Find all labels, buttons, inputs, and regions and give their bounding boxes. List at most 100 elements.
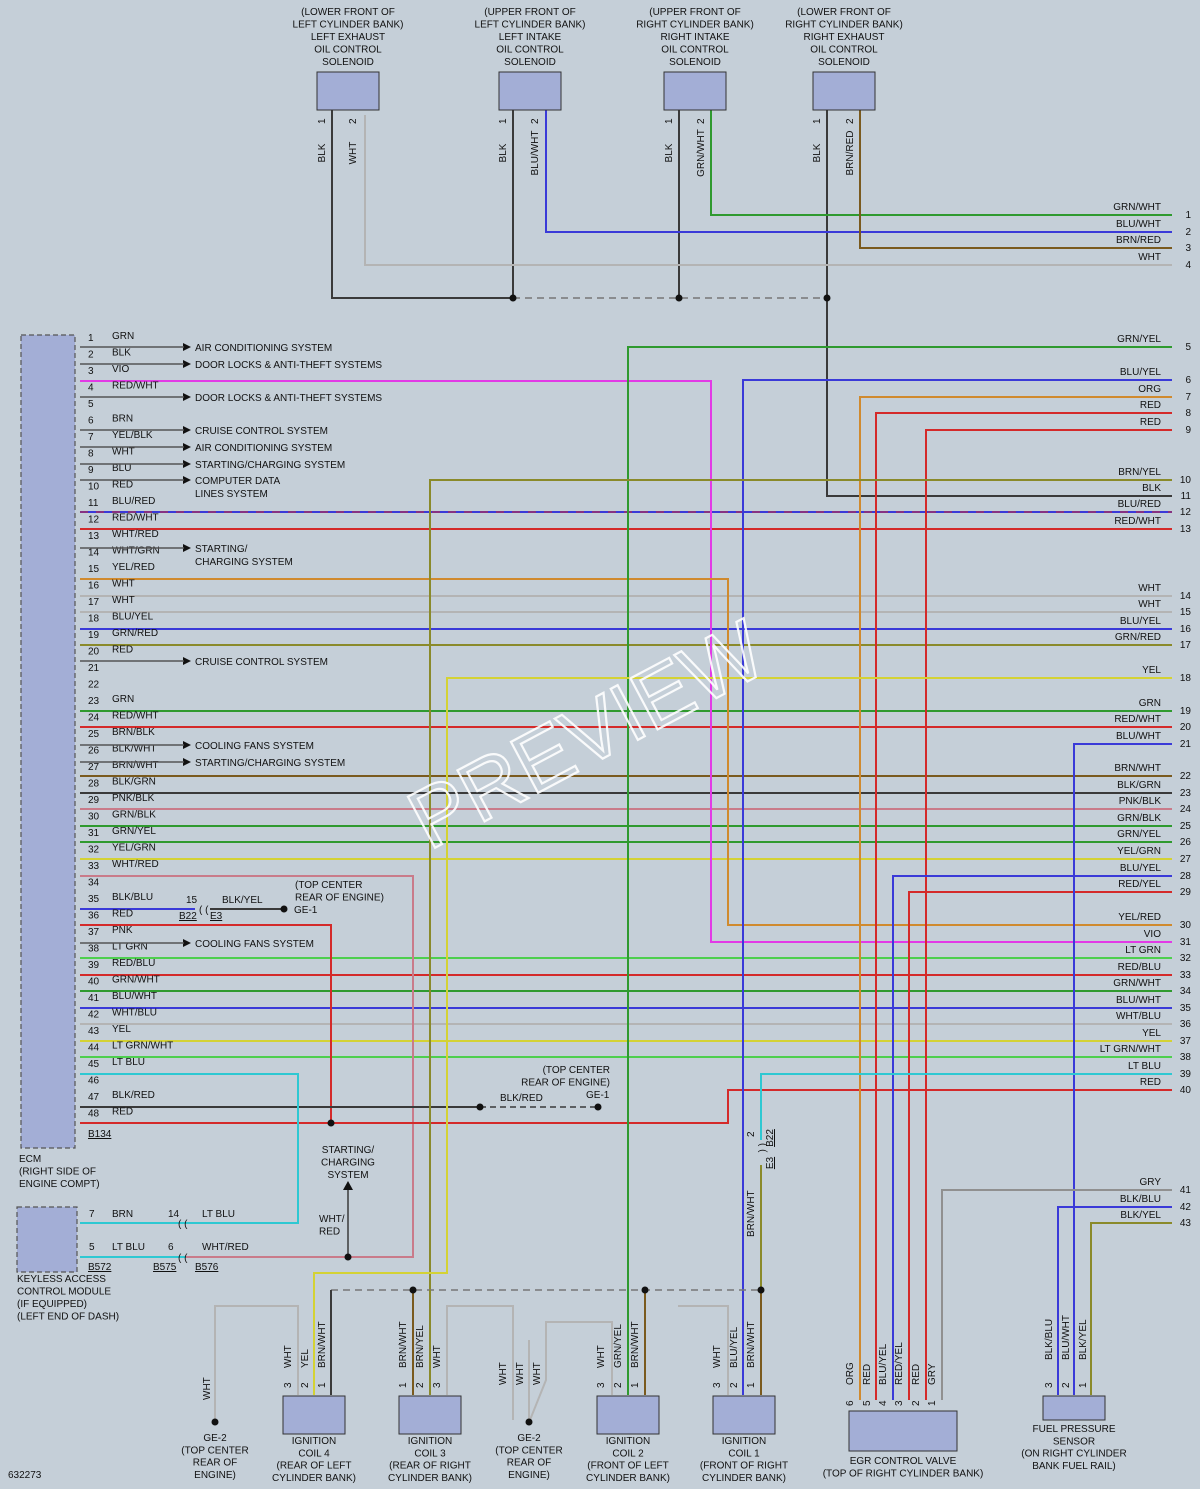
ecm-block[interactable] <box>20 334 76 1149</box>
ecm-wire-label: BLU/RED <box>112 496 155 507</box>
connector-break-glyph: ( ( <box>178 1219 188 1230</box>
solenoid-right-intake[interactable] <box>663 71 727 111</box>
wire-label: WHT <box>283 1345 294 1368</box>
ecm-wire-label: BLK/BLU <box>112 892 153 903</box>
ground-id: GE-1 <box>586 1090 610 1101</box>
wire-label: BRN/WHT <box>630 1321 641 1368</box>
wire-label: BLU/WHT <box>1061 1315 1072 1360</box>
pin-number: 4 <box>878 1400 889 1406</box>
wire-label: WHT <box>432 1345 443 1368</box>
system-arrow-icon <box>183 939 191 947</box>
terminal-pin-number: 28 <box>1180 871 1192 882</box>
terminal-pin-number: 23 <box>1180 788 1192 799</box>
ground-id: GE-1 <box>294 905 318 916</box>
ecm-wire-label: WHT <box>112 595 135 606</box>
wire-grnwht-pin1 <box>710 110 1172 216</box>
ecm-pin-number: 15 <box>88 564 100 575</box>
ground-label: REAR OF <box>193 1458 237 1469</box>
wire-blk-to-pin11 <box>826 110 1172 497</box>
connector-id: B22 <box>765 1129 776 1147</box>
ecm-pin-number: 29 <box>88 795 100 806</box>
wire-ltblu-rt39 <box>760 1073 1172 1140</box>
pin-number: 1 <box>398 1382 409 1388</box>
ecm-wire-label: RED/WHT <box>112 711 159 722</box>
terminal-wire-label: WHT <box>1138 599 1161 610</box>
ecm-wire-label: BLU <box>112 463 131 474</box>
ignition-coil-1[interactable] <box>712 1395 776 1435</box>
pin-number: 14 <box>168 1209 180 1220</box>
ignition-coil-3[interactable] <box>398 1395 462 1435</box>
solenoid-label: LEFT CYLINDER BANK) <box>293 20 404 31</box>
ecm-wire-label: VIO <box>112 364 129 375</box>
system-arrow-icon <box>183 360 191 368</box>
ecm-wire-label: PNK <box>112 925 133 936</box>
ecm-wire-label: GRN/YEL <box>112 826 156 837</box>
wire-bluyel-rt28 <box>892 875 1172 1400</box>
solenoid-left-exhaust[interactable] <box>316 71 380 111</box>
egr-control-valve[interactable] <box>848 1410 958 1452</box>
system-label: CRUISE CONTROL SYSTEM <box>195 657 328 668</box>
wire-label: RED/YEL <box>894 1342 905 1385</box>
ecm-wire-label: BRN <box>112 414 133 425</box>
ignition-coil-4[interactable] <box>282 1395 346 1435</box>
ground-label: (TOP CENTER <box>543 1065 610 1076</box>
terminal-wire-label: BLK/YEL <box>1120 1210 1161 1221</box>
terminal-wire-label: VIO <box>1144 929 1161 940</box>
connector-id: B572 <box>88 1262 112 1273</box>
system-arrow-icon <box>183 343 191 351</box>
solenoid-right-exhaust[interactable] <box>812 71 876 111</box>
wire-wht-pin4 <box>364 115 1172 266</box>
system-arrow-icon <box>183 460 191 468</box>
ignition-coil-2[interactable] <box>596 1395 660 1435</box>
terminal-wire-label: BRN/YEL <box>1118 467 1161 478</box>
terminal-wire-label: GRN/YEL <box>1117 334 1161 345</box>
wire-label: LT BLU <box>202 1209 235 1220</box>
ecm-label: ENGINE COMPT) <box>19 1179 100 1190</box>
wire-label: RED <box>319 1227 340 1238</box>
coil-label: COIL 2 <box>612 1448 644 1459</box>
solenoid-label: SOLENOID <box>669 57 721 68</box>
wire-label: BLK/BLU <box>1044 1319 1055 1360</box>
terminal-wire-label: YEL/RED <box>1118 912 1161 923</box>
wire-label: WHT/RED <box>202 1242 249 1253</box>
coil-label: (FRONT OF LEFT <box>587 1461 668 1472</box>
pin-number: 2 <box>530 118 541 124</box>
terminal-wire-label: BLK <box>1142 483 1161 494</box>
solenoid-left-intake[interactable] <box>498 71 562 111</box>
solenoid-label: (UPPER FRONT OF <box>484 7 575 18</box>
ecm-pin-number: 41 <box>88 993 100 1004</box>
keyless-block[interactable] <box>16 1206 78 1273</box>
terminal-wire-label: RED/WHT <box>1114 714 1161 725</box>
terminal-pin-number: 32 <box>1180 953 1192 964</box>
ecm-wire-label: BLU/YEL <box>112 612 154 623</box>
wire-label: WHT <box>498 1362 509 1385</box>
ground-ge1-upper-icon <box>280 905 288 913</box>
ecm-wire-label: GRN <box>112 694 134 705</box>
ecm-pin-number: 34 <box>88 878 100 889</box>
ecm-pin-number: 47 <box>88 1092 100 1103</box>
coil-label: IGNITION <box>722 1436 766 1447</box>
pin-number: 15 <box>186 895 198 906</box>
system-arrow-icon <box>183 426 191 434</box>
wire-label: BRN/YEL <box>415 1325 426 1368</box>
terminal-pin-number: 43 <box>1180 1218 1192 1229</box>
ecm-pin-number: 17 <box>88 597 100 608</box>
ecm-wire-label: YEL/RED <box>112 562 155 573</box>
terminal-wire-label: GRN/RED <box>1115 632 1161 643</box>
ecm-wire-label: RED/WHT <box>112 513 159 524</box>
ecm-pin-number: 27 <box>88 762 100 773</box>
ecm-pin-number: 8 <box>88 449 94 460</box>
ecm-wire-label: BLK/GRN <box>112 777 156 788</box>
splice-dot <box>823 294 831 302</box>
splice-dot <box>409 1286 417 1294</box>
coil-label: CYLINDER BANK) <box>586 1473 670 1484</box>
system-label: DOOR LOCKS & ANTI-THEFT SYSTEMS <box>195 393 382 404</box>
ecm-pin-number: 37 <box>88 927 100 938</box>
wire-label: BRN/WHT <box>398 1321 409 1368</box>
ecm-pin-number: 9 <box>88 465 94 476</box>
wire-wht-coil2-ge2 <box>529 1321 613 1421</box>
pin-number: 2 <box>746 1131 757 1137</box>
fuel-pressure-sensor[interactable] <box>1042 1395 1106 1421</box>
system-arrow-icon <box>183 393 191 401</box>
wire-bluwht-pin2 <box>545 110 1172 233</box>
